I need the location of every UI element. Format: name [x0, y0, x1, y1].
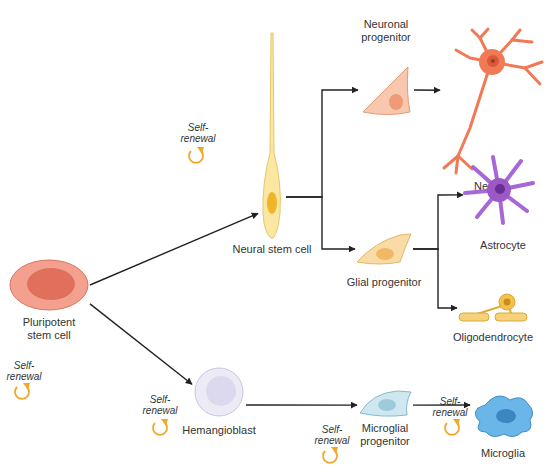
cell-illustration — [258, 33, 286, 238]
cell-label: Oligodendrocyte — [443, 331, 543, 344]
cell-nucleus — [504, 299, 511, 306]
cell-illustration — [440, 28, 545, 176]
cell-nucleus — [267, 192, 277, 214]
self-renewal-label: Self-renewal — [428, 396, 472, 418]
progenitor-cell: Microglial progenitor — [357, 388, 413, 418]
nucleolus — [491, 59, 495, 63]
cell-illustration — [358, 62, 414, 118]
cell-illustration — [192, 366, 246, 418]
cell-label: Pluripotent stem cell — [17, 316, 81, 342]
cell-nucleus — [378, 399, 396, 411]
lineage-arrow — [286, 90, 358, 197]
lineage-arrow — [246, 404, 357, 406]
cell-nucleus — [389, 94, 403, 110]
renewal-arc — [445, 423, 459, 435]
cell-nucleus — [495, 184, 505, 194]
cell-nucleus — [496, 409, 516, 423]
cell-membrane — [10, 260, 88, 310]
cell-membrane — [195, 368, 243, 416]
cell-nucleus — [27, 268, 75, 300]
renewal-arc — [323, 451, 337, 463]
cell-illustration — [8, 258, 90, 312]
mature-cell: Oligodendrocyte — [457, 293, 529, 323]
cell-membrane — [357, 234, 411, 264]
lineage-arrow — [413, 404, 470, 406]
self-renewal-label: Self-renewal — [310, 424, 354, 446]
cell-membrane — [363, 67, 410, 115]
cell-label: Glial progenitor — [334, 276, 434, 289]
cell-membrane — [475, 396, 532, 437]
soma — [499, 294, 515, 310]
lineage-arrow — [413, 249, 457, 308]
stem-cell: Pluripotent stem cell — [8, 258, 90, 312]
self-renewal-arrow — [323, 447, 338, 463]
neurites — [444, 29, 542, 173]
self-renewal-arrow — [445, 419, 460, 435]
cell-nucleus — [487, 55, 499, 67]
mature-cell: Neuron — [440, 28, 545, 176]
self-renewal-arrow — [153, 419, 168, 435]
self-renewal-arrow — [15, 383, 30, 399]
dendrite — [525, 68, 540, 84]
renewal-head — [453, 419, 460, 426]
cell-illustration — [463, 155, 535, 225]
axon — [458, 72, 488, 156]
lineage-arrow — [286, 197, 355, 249]
cell-nucleus — [206, 376, 236, 406]
renewal-head — [161, 419, 168, 426]
myelin-sheath — [459, 313, 489, 321]
cell-label: Astrocyte — [463, 239, 543, 252]
cell-label: Hemangioblast — [169, 424, 269, 437]
lineage-arrow — [413, 195, 463, 249]
dendrite — [512, 40, 532, 42]
cell-label: Neural stem cell — [222, 243, 322, 256]
cell-illustration — [355, 232, 413, 266]
progenitor-cell: Glial progenitor — [355, 232, 413, 266]
soma — [479, 49, 505, 75]
axon-terminal — [456, 156, 458, 173]
renewal-head — [331, 447, 338, 454]
renewal-arc — [153, 423, 167, 435]
lineage-arrow — [90, 213, 258, 285]
axon-terminal — [458, 156, 472, 169]
cell-membrane — [263, 33, 281, 238]
myelin-sheath — [495, 313, 527, 321]
cell-label: Microglia — [463, 447, 543, 460]
cell-illustration — [470, 392, 536, 440]
progenitor-cell: Hemangioblast — [192, 366, 246, 418]
self-renewal-label: Self-renewal — [138, 394, 182, 416]
soma — [487, 178, 511, 202]
dendrite — [480, 29, 488, 38]
renewal-arc — [15, 387, 29, 399]
mature-cell: Microglia — [470, 392, 536, 440]
cell-illustration — [457, 293, 529, 323]
astrocyte-processes — [465, 157, 533, 223]
renewal-head — [197, 147, 204, 154]
self-renewal-label: Self-renewal — [176, 122, 220, 144]
stem-cell: Neural stem cell — [258, 33, 286, 238]
cell-illustration — [357, 388, 413, 418]
renewal-arc — [189, 151, 203, 163]
cell-nucleus — [376, 248, 394, 260]
lineage-arrow — [414, 89, 440, 91]
lineage-arrow — [90, 304, 192, 384]
renewal-head — [23, 383, 30, 390]
cell-label: Neuronal progenitor — [351, 18, 421, 44]
mature-cell: Astrocyte — [463, 155, 535, 225]
cell-label: Microglial progenitor — [350, 422, 420, 448]
self-renewal-arrow — [189, 147, 204, 163]
self-renewal-label: Self-renewal — [2, 360, 46, 382]
progenitor-cell: Neuronal progenitor — [358, 62, 414, 118]
cell-membrane — [360, 391, 411, 416]
